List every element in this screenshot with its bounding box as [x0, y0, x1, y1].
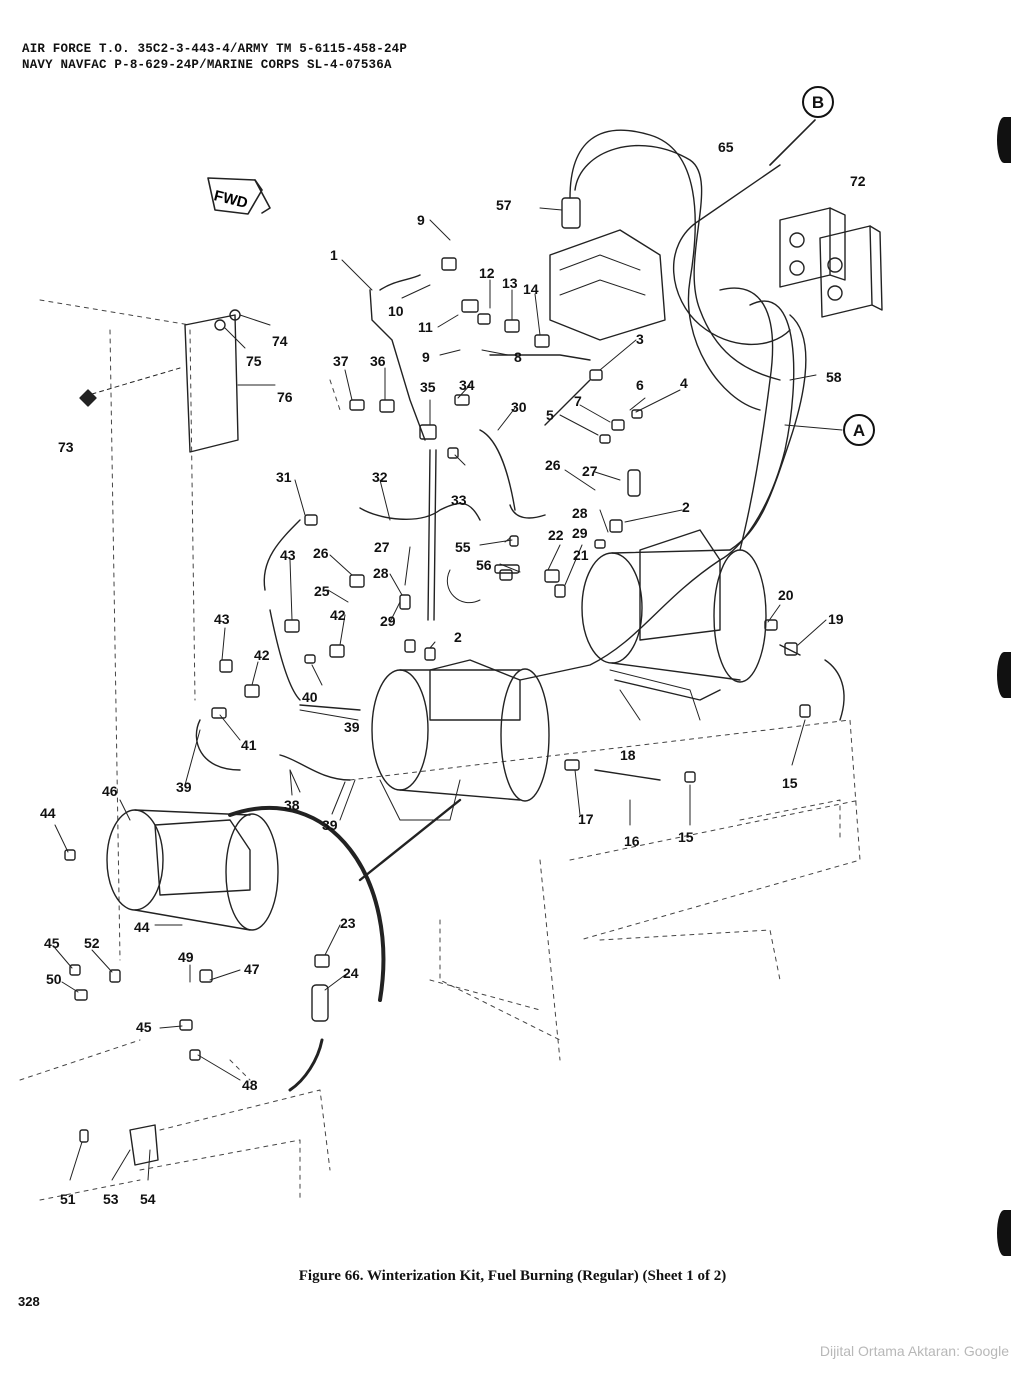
callout: 14	[523, 281, 539, 297]
callout: 39	[176, 779, 192, 795]
callout: 47	[244, 961, 260, 977]
callout: 55	[455, 539, 471, 555]
callout: 75	[246, 353, 262, 369]
callout: 15	[678, 829, 694, 845]
callout: 15	[782, 775, 798, 791]
fwd-label: FWD	[212, 187, 249, 212]
callout: 2	[454, 629, 462, 645]
callout: 53	[103, 1191, 119, 1207]
callout: 9	[417, 212, 425, 228]
binder-hole-bottom	[997, 1210, 1011, 1256]
callout: 76	[277, 389, 293, 405]
callout: 50	[46, 971, 62, 987]
header-line-2: NAVY NAVFAC P-8-629-24P/MARINE CORPS SL-…	[22, 58, 392, 72]
digitizer-watermark: Dijital Ortama Aktaran: Google	[819, 1343, 1009, 1359]
callout: 16	[624, 833, 640, 849]
callout: 46	[102, 783, 118, 799]
callout: 57	[496, 197, 512, 213]
callout: 37	[333, 353, 349, 369]
callout: 72	[850, 173, 866, 189]
callout: 26	[313, 545, 329, 561]
callout: 39	[322, 817, 338, 833]
callout: 43	[280, 547, 296, 563]
callout: 58	[826, 369, 842, 385]
callout: 39	[344, 719, 360, 735]
callout: 11	[418, 319, 433, 335]
callout: 19	[828, 611, 844, 627]
callout: 54	[140, 1191, 156, 1207]
callout: 56	[476, 557, 492, 573]
callout: 73	[58, 439, 74, 455]
callout: 42	[254, 647, 270, 663]
callout: 42	[330, 607, 346, 623]
callout: 65	[718, 139, 734, 155]
circle-label-a: A	[853, 421, 865, 440]
callout: 45	[136, 1019, 152, 1035]
callout: 13	[502, 275, 518, 291]
callout: 48	[242, 1077, 258, 1093]
callout: 26	[545, 457, 561, 473]
callout: 35	[420, 379, 436, 395]
circle-label-b: B	[812, 93, 824, 112]
callout: 17	[578, 811, 594, 827]
callout: 8	[514, 349, 522, 365]
header-line-1: AIR FORCE T.O. 35C2-3-443-4/ARMY TM 5-61…	[22, 42, 408, 56]
callout: 1	[330, 247, 338, 263]
exploded-parts-diagram: B A FWD 1 2 2 3 4 5 6 7 8 9 9 10 11 12 1…	[19, 86, 883, 1207]
callout: 25	[314, 583, 330, 599]
callout: 43	[214, 611, 230, 627]
callout: 33	[451, 492, 467, 508]
binder-hole-top	[997, 117, 1011, 163]
callout: 74	[272, 333, 288, 349]
callout: 32	[372, 469, 388, 485]
callout: 18	[620, 747, 636, 763]
callout: 40	[302, 689, 318, 705]
callout: 45	[44, 935, 60, 951]
callout: 44	[134, 919, 150, 935]
callout: 21	[573, 547, 589, 563]
callout: 5	[546, 407, 554, 423]
callout: 9	[422, 349, 430, 365]
callout: 36	[370, 353, 386, 369]
callout: 23	[340, 915, 356, 931]
callout: 12	[479, 265, 495, 281]
callout: 51	[60, 1191, 76, 1207]
callout: 22	[548, 527, 564, 543]
callout: 27	[582, 463, 598, 479]
callout: 29	[380, 613, 396, 629]
callout: 41	[241, 737, 257, 753]
callout: 49	[178, 949, 194, 965]
callout: 28	[373, 565, 389, 581]
callout: 30	[511, 399, 527, 415]
callout: 10	[388, 303, 404, 319]
binder-hole-middle	[997, 652, 1011, 698]
callout: 44	[40, 805, 56, 821]
callout: 6	[636, 377, 644, 393]
page-number: 328	[18, 1294, 40, 1309]
callout: 29	[572, 525, 588, 541]
callout: 20	[778, 587, 794, 603]
figure-caption: Figure 66. Winterization Kit, Fuel Burni…	[298, 1268, 727, 1284]
callout: 3	[636, 331, 644, 347]
callout: 38	[284, 797, 300, 813]
callout: 4	[680, 375, 688, 391]
callout: 2	[682, 499, 690, 515]
callout: 52	[84, 935, 100, 951]
callout: 34	[459, 377, 475, 393]
callout: 31	[276, 469, 292, 485]
callout: 27	[374, 539, 390, 555]
callout: 24	[343, 965, 359, 981]
callout: 28	[572, 505, 588, 521]
callout: 7	[574, 393, 582, 409]
